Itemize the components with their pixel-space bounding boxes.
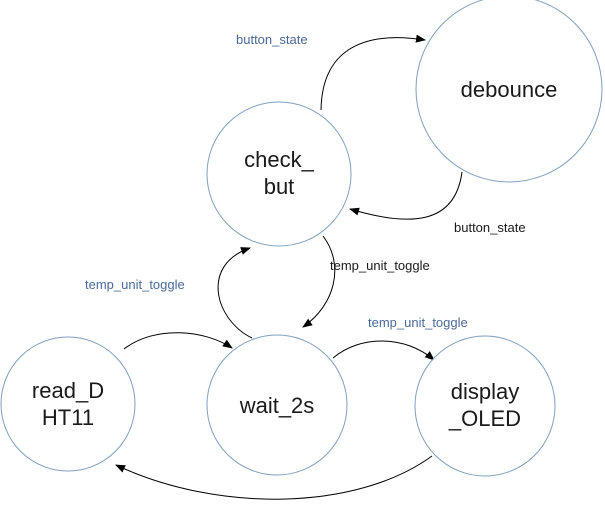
edge-debounce-to-check — [349, 171, 463, 220]
state-display-oled[interactable]: display _OLED — [414, 335, 556, 477]
edge-label-debounce-to-check: button_state — [454, 220, 526, 235]
state-read-dht11[interactable]: read_D HT11 — [0, 336, 136, 472]
state-check-but[interactable]: check_ but — [206, 101, 352, 247]
edge-label-check-to-wait: temp_unit_toggle — [330, 258, 430, 273]
edge-label-wait-to-display: temp_unit_toggle — [368, 315, 468, 330]
state-label-line: _OLED — [448, 406, 521, 431]
edge-label-check-to-debounce: button_state — [236, 32, 308, 47]
state-label-line: debounce — [461, 77, 558, 102]
edge-check-to-wait — [302, 235, 336, 328]
state-label-line: read_D — [32, 378, 104, 403]
edge-read-to-wait — [123, 332, 233, 350]
edge-label-wait-to-check: temp_unit_toggle — [85, 277, 185, 292]
state-wait-2s[interactable]: wait_2s — [206, 334, 348, 476]
state-label-line: display — [451, 379, 519, 404]
edge-wait-to-display — [332, 340, 435, 361]
state-label-line: check_ — [244, 147, 314, 172]
edge-display-to-read — [115, 455, 433, 500]
state-label-line: wait_2s — [239, 393, 315, 418]
state-label-line: HT11 — [42, 405, 94, 430]
state-label-line: but — [264, 174, 295, 199]
edge-wait-to-check — [217, 247, 253, 339]
edge-check-to-debounce — [320, 34, 426, 111]
state-debounce[interactable]: debounce — [415, 0, 603, 183]
